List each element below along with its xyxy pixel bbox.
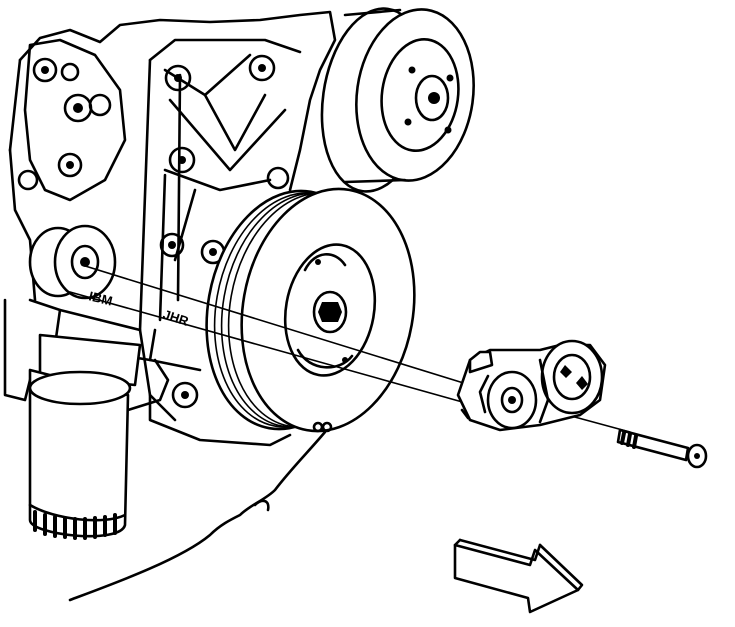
tensioner-bolt-icon xyxy=(616,428,708,469)
leader-hook xyxy=(253,499,270,512)
drive-belt-tensioner-icon xyxy=(456,339,607,432)
leader-line xyxy=(68,430,327,602)
oil-filter-icon xyxy=(28,333,170,540)
power-steering-pulley-icon xyxy=(320,7,475,193)
direction-arrow-icon xyxy=(453,538,584,614)
crankshaft-balancer-icon xyxy=(205,187,416,433)
engine-block-icon xyxy=(3,10,337,447)
callout-label-1: IBM xyxy=(87,288,114,308)
callout-label-2: JHR xyxy=(161,307,191,329)
idler-pulley-icon: IBM JHR xyxy=(28,224,191,329)
